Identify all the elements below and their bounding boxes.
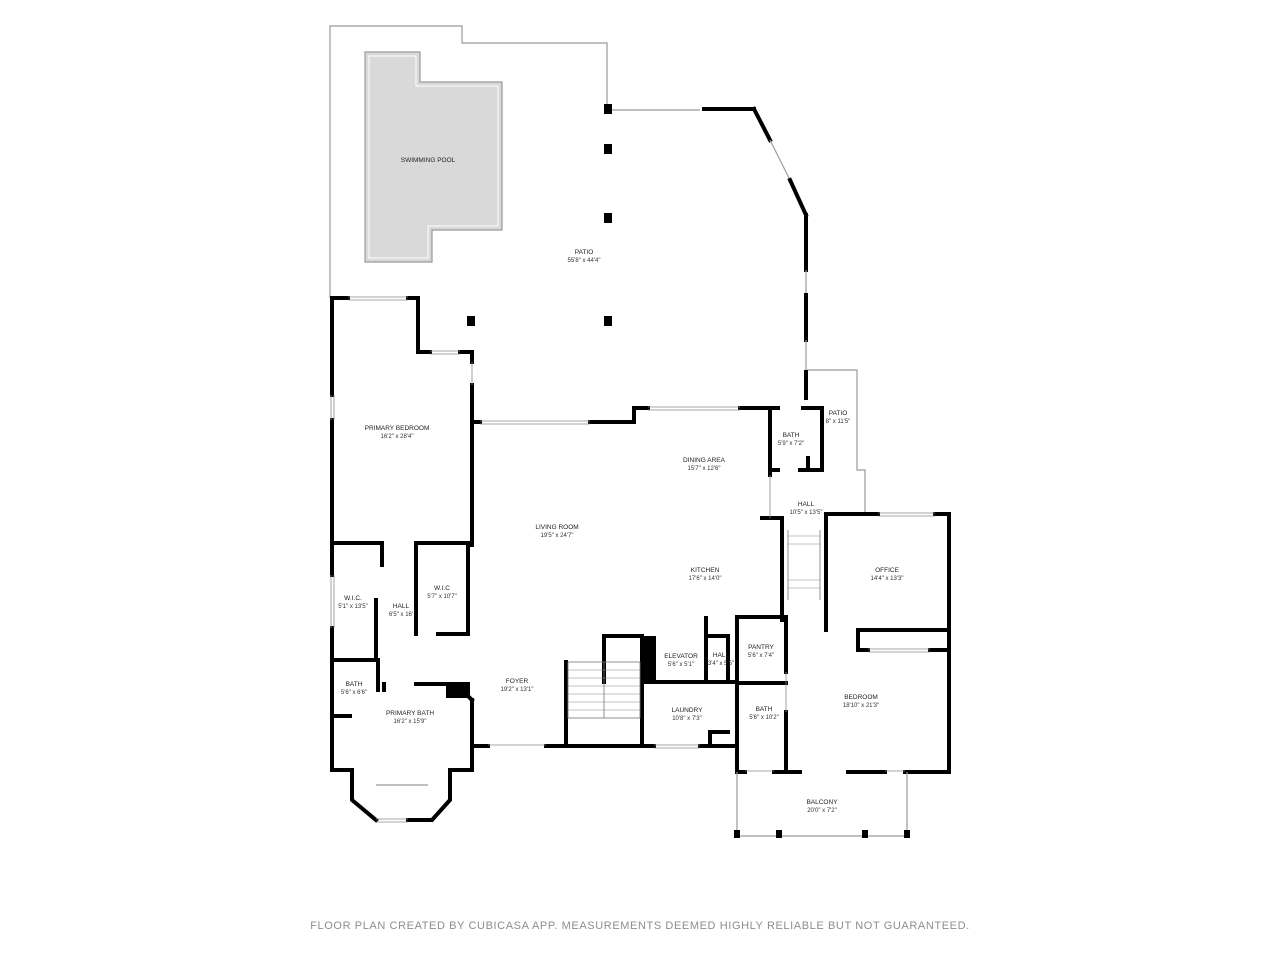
staircase [567, 530, 821, 719]
office-label: OFFICE [875, 567, 899, 574]
disclaimer-footer: FLOOR PLAN CREATED BY CUBICASA APP. MEAS… [310, 920, 970, 932]
foyer-dims: 19'2" x 13'1" [501, 687, 534, 693]
living-room-label: LIVING ROOM [535, 524, 578, 531]
patio-columns [467, 104, 612, 326]
foyer-label: FOYER [506, 678, 529, 685]
primary-bedroom-label: PRIMARY BEDROOM [365, 425, 430, 432]
dining-area-dims: 15'7" x 12'6" [688, 466, 721, 472]
bath-lower-dims: 5'6" x 10'2" [749, 715, 779, 721]
pantry-label: PANTRY [748, 644, 774, 651]
patio-angled-wall [612, 106, 809, 400]
pantry-dims: 5'6" x 7'4" [748, 653, 774, 659]
swimming-pool-label: SWIMMING POOL [401, 157, 456, 164]
office-dims: 14'4" x 13'3" [871, 576, 904, 582]
balcony-label: BALCONY [806, 799, 838, 806]
balcony-outline [734, 772, 910, 838]
bath-upper-dims: 5'9" x 7'2" [778, 441, 804, 447]
bath-left-dims: 5'6" x 6'6" [341, 690, 367, 696]
dining-area-label: DINING AREA [683, 457, 726, 464]
living-room-dims: 19'5" x 24'7" [541, 533, 574, 539]
swimming-pool [364, 51, 503, 263]
bath-upper-label: BATH [783, 432, 800, 439]
balcony-dims: 20'0" x 7'2" [807, 808, 837, 814]
elevator-dims: 5'6" x 5'1" [668, 662, 694, 668]
patio-label: PATIO [575, 249, 594, 256]
hall-left-label: HALL [393, 603, 410, 610]
laundry-label: LAUNDRY [672, 707, 704, 714]
wic-left-dims: 5'1" x 13'5" [338, 604, 368, 610]
patio-small-label: PATIO [829, 410, 848, 417]
hall-small-label: HALL [713, 652, 730, 659]
wic-left-label: W.I.C. [344, 595, 362, 602]
kitchen-label: KITCHEN [691, 567, 720, 574]
hall-left-dims: 6'5" x 16' [389, 612, 413, 618]
room-labels: SWIMMING POOL PATIO 55'8" x 44'4" PATIO … [338, 157, 903, 814]
hall-right-dims: 10'5" x 13'5" [790, 510, 823, 516]
wic-right-label: W.I.C [434, 585, 450, 592]
patio-dims: 55'8" x 44'4" [568, 258, 601, 264]
patio-small-dims: 8" x 11'5" [826, 419, 851, 425]
bath-left-label: BATH [346, 681, 363, 688]
primary-bedroom-dims: 16'2" x 28'4" [381, 434, 414, 440]
patio-outline [329, 25, 866, 512]
windows [330, 296, 935, 823]
elevator-label: ELEVATOR [664, 653, 698, 660]
wic-right-dims: 5'7" x 10'7" [427, 594, 457, 600]
primary-bath-label: PRIMARY BATH [386, 710, 434, 717]
solid-fixtures [376, 636, 656, 786]
hall-right-label: HALL [798, 501, 815, 508]
bath-lower-label: BATH [756, 706, 773, 713]
bedroom-dims: 18'10" x 21'3" [843, 703, 879, 709]
laundry-dims: 10'8" x 7'3" [672, 716, 702, 722]
bedroom-label: BEDROOM [844, 694, 878, 701]
primary-bath-dims: 16'2" x 15'9" [394, 719, 427, 725]
hall-small-dims: 3'4" x 5'5" [708, 661, 734, 667]
kitchen-dims: 17'6" x 14'0" [689, 576, 722, 582]
